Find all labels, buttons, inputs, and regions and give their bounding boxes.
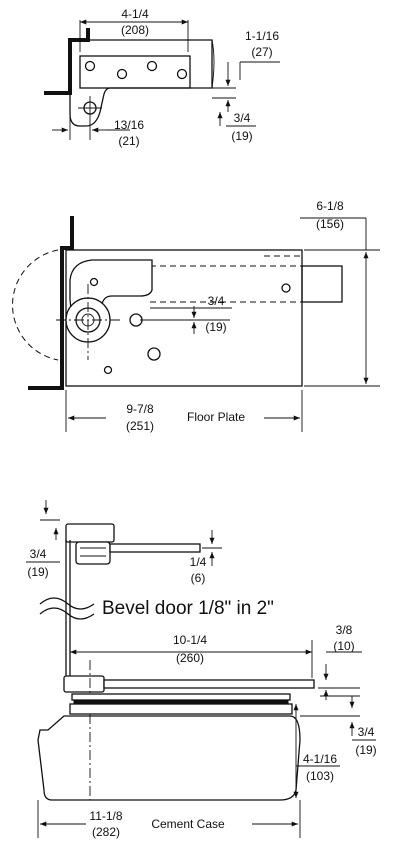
hole-icon [146,60,158,72]
top-offset-mm: (27) [251,45,272,59]
bevel-label: Bevel door 1/8" in 2" [102,598,274,619]
hole-icon [147,347,161,361]
hole-icon [89,277,99,287]
floor-length-label: Floor Plate [187,410,245,424]
top-side-mm: (19) [231,129,252,143]
cement-case [37,715,301,801]
side-case-h-in: 4-1/16 [303,752,337,766]
bottom-arm [103,679,315,689]
side-case-w-in: 11-1/8 [89,809,122,823]
top-pivot-mm: (21) [118,134,139,148]
top-view: 4-1/4 (208) 1-1/16 (27) 13/16 (21) 3/4 (… [44,7,280,148]
top-arm-plate [69,39,213,127]
hole-icon [116,68,128,80]
top-width-in: 4-1/4 [121,7,149,21]
side-gap-in: 3/8 [336,623,353,637]
side-arm-mm: (6) [191,571,206,585]
top-arm-slot [79,55,191,89]
jamb-wall [44,28,90,95]
side-case-h-mm: (103) [306,769,334,783]
side-case-w-mm: (282) [92,825,120,839]
floor-pivot-mm: (19) [205,320,226,334]
top-pivot-in: 13/16 [114,118,144,132]
top-side-in: 3/4 [234,111,251,125]
side-view: 3/4 (19) 1/4 (6) Bevel door 1/8" in 2" 1… [26,500,377,839]
side-plate-mm: (19) [355,743,376,757]
side-top-mm: (19) [27,565,48,579]
floor-line [69,703,293,715]
top-arm [109,543,201,553]
side-reach-mm: (260) [176,651,204,665]
floor-jamb-wall [28,216,74,390]
top-width-mm: (208) [121,23,149,37]
side-plate-in: 3/4 [358,725,375,739]
swing-arc [12,249,59,361]
hole-icon [176,68,188,80]
arm-extension [301,265,343,303]
side-case-label: Cement Case [151,817,225,831]
side-arm-in: 1/4 [190,555,207,569]
side-gap-mm: (10) [333,639,354,653]
side-reach-in: 10-1/4 [173,633,207,647]
floor-depth-mm: (156) [316,217,344,231]
floor-length-mm: (251) [126,419,154,433]
hole-icon [281,283,291,293]
side-top-in: 3/4 [30,547,47,561]
bottom-pivot-block [63,675,105,693]
floor-depth-in: 6-1/8 [316,199,344,213]
floor-pivot-in: 3/4 [208,294,225,308]
floor-plate-view: 6-1/8 (156) 3/4 (19) 9-7/8 (251) Floor P… [12,199,380,433]
hole-icon [84,60,96,72]
cover-plate [71,693,291,701]
floor-length-in: 9-7/8 [126,402,154,416]
top-pivot-block [65,523,115,543]
top-pivot-body [75,541,111,565]
top-offset-in: 1-1/16 [245,29,279,43]
hole-icon [103,365,113,375]
